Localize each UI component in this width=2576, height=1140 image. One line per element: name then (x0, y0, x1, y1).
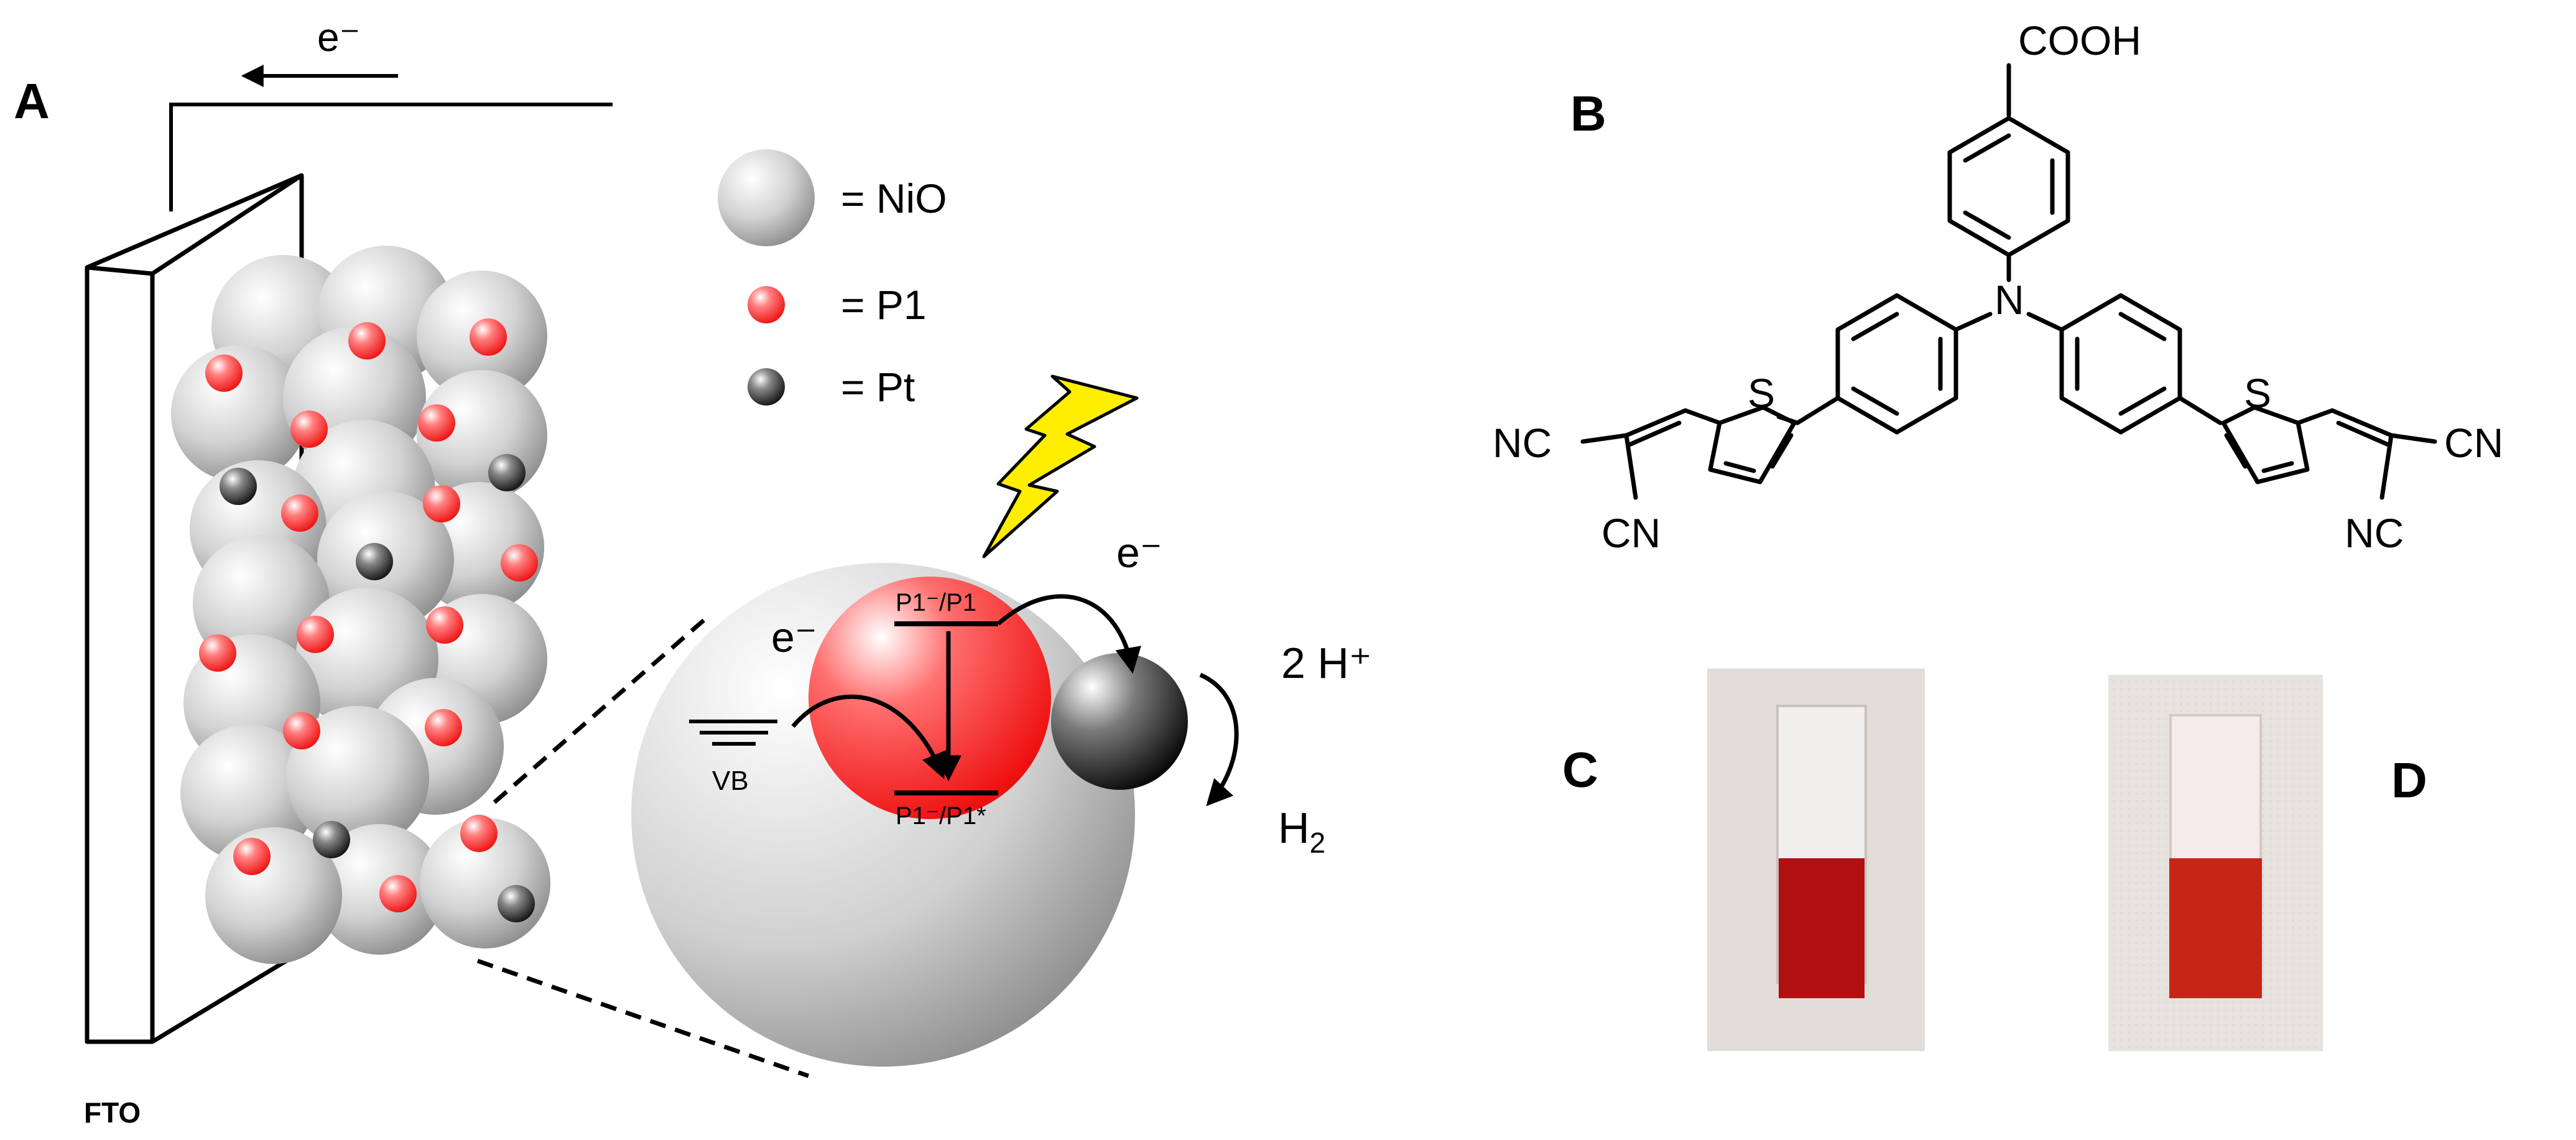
pt-catalyst (313, 821, 350, 858)
circuit-electron-label: e⁻ (317, 15, 360, 60)
right-thiophene-sulfur: S (2244, 370, 2271, 416)
hydrogen-label: H2 (1278, 804, 1325, 859)
pt-catalyst (220, 468, 257, 505)
p1-molecule-structure: COOH N (1493, 17, 2503, 556)
nio-particle (171, 345, 308, 482)
fto-label: FTO (84, 1096, 141, 1129)
pt-sphere-icon (748, 368, 785, 405)
h2-evolution-arrow (1199, 672, 1239, 807)
photo-electrode-d (2108, 675, 2323, 1051)
left-nitrile-1: NC (1493, 420, 1552, 466)
central-nitrogen: N (1995, 277, 2024, 323)
hole-injection-arrow (791, 694, 947, 779)
right-nitrile-2: NC (2345, 510, 2404, 556)
panel-label-d: D (2391, 753, 2427, 808)
nio-particle (314, 824, 445, 955)
valence-band-label: VB (712, 766, 749, 796)
p1-dye (501, 544, 538, 582)
p1-dye (199, 634, 236, 672)
cooh-label: COOH (2018, 17, 2141, 63)
nio-sphere-icon (718, 149, 815, 246)
valence-band-icon (689, 720, 777, 746)
right-nitrile-1: CN (2444, 420, 2503, 466)
p1-dye (379, 875, 417, 912)
lower-level-label: P1⁻/P1* (896, 802, 986, 830)
p1-dye (425, 709, 462, 746)
upper-level-label: P1⁻/P1 (896, 589, 976, 616)
pt-catalyst (356, 543, 393, 580)
vb-electron-label: e⁻ (771, 614, 817, 661)
panel-a: A e⁻ (14, 15, 1372, 1129)
left-thiophene-sulfur: S (1748, 370, 1775, 416)
panel-label-c: C (1562, 742, 1598, 797)
nio-particle (180, 725, 317, 861)
panel-b: B COOH N (1493, 17, 2503, 556)
zoom-line-upper (493, 614, 711, 804)
pt-electron-label: e⁻ (1116, 529, 1162, 577)
dyed-film (2169, 858, 2262, 998)
p1-large-dye (808, 577, 1051, 819)
p1-dye (426, 606, 463, 644)
p1-dye (423, 485, 460, 522)
legend-p1-label: = P1 (841, 282, 927, 328)
p1-dye (460, 815, 498, 852)
legend-nio-label: = NiO (841, 175, 947, 221)
zoom-line-lower (476, 958, 810, 1078)
p1-dye (205, 355, 243, 392)
panel-c: C (1562, 669, 1925, 1051)
p1-dye (297, 616, 334, 653)
panel-d: D (2108, 675, 2427, 1051)
legend: = NiO = P1 = Pt (718, 149, 947, 410)
pt-catalyst (498, 885, 535, 922)
panel-label-b: B (1570, 86, 1606, 141)
p1-dye (418, 404, 455, 442)
dyed-film (1779, 858, 1865, 998)
photo-electrode-c (1707, 669, 1925, 1051)
p1-dye (233, 838, 271, 875)
lightning-bolt-icon (982, 374, 1139, 558)
p1-sphere-icon (748, 286, 785, 323)
external-circuit: e⁻ (169, 15, 613, 211)
p1-dye (281, 494, 318, 532)
p1-dye (470, 318, 507, 356)
legend-pt-label: = Pt (841, 364, 915, 410)
zoomed-particle: P1⁻/P1 P1⁻/P1* VB e⁻ e⁻ 2 H⁺ H2 (631, 374, 1372, 1067)
nio-particle (286, 706, 429, 849)
pt-catalyst (488, 454, 526, 491)
pt-electron-arrow (996, 594, 1141, 674)
left-nitrile-2: CN (1601, 510, 1661, 556)
nio-particle-film (171, 246, 550, 964)
pt-large-catalyst (1051, 653, 1188, 790)
panel-label-a: A (14, 73, 50, 129)
p1-dye (283, 712, 320, 749)
p1-dye (348, 322, 386, 359)
proton-label: 2 H⁺ (1281, 639, 1372, 687)
p1-dye (290, 410, 328, 448)
